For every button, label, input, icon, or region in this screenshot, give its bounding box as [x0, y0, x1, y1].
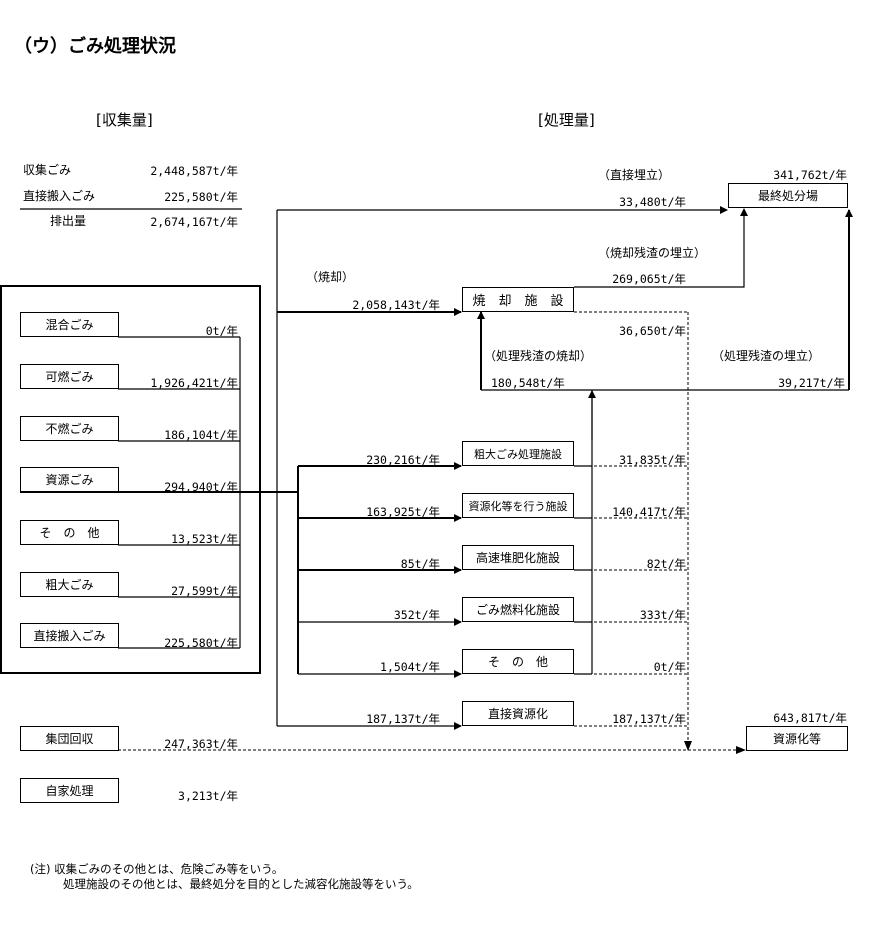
self-disposal-box: 自家処理 — [20, 778, 119, 803]
residue-landfill-value: 39,217t/年 — [778, 376, 845, 390]
summary-value: 2,674,167t/年 — [150, 215, 238, 229]
collected-value: 27,599t/年 — [171, 584, 238, 598]
ash-landfill-arrow — [574, 210, 745, 288]
facility-input: 230,216t/年 — [366, 453, 440, 467]
residue-incineration-label: （処理残渣の焼却） — [484, 349, 593, 363]
facility-input: 2,058,143t/年 — [352, 298, 440, 312]
facility-output: 36,650t/年 — [619, 324, 686, 338]
facility-output: 31,835t/年 — [619, 453, 686, 467]
collection-frame — [0, 285, 261, 674]
page-title: （ウ）ごみ処理状況 — [14, 36, 176, 57]
collected-item: そ の 他 — [20, 520, 119, 545]
summary-value: 2,448,587t/年 — [150, 164, 238, 178]
fuel-facility: ごみ燃料化施設 — [462, 597, 574, 622]
collection-header: [収集量] — [96, 111, 153, 129]
note-line: (注) 収集ごみのその他とは、危険ごみ等をいう。 — [30, 862, 284, 876]
collected-item: 直接搬入ごみ — [20, 623, 119, 648]
facility-input: 1,504t/年 — [380, 660, 440, 674]
collected-value: 1,926,421t/年 — [150, 376, 238, 390]
ash-landfill-label: （焼却残渣の埋立） — [598, 246, 707, 260]
facility-input: 85t/年 — [400, 557, 440, 571]
residue-incineration-value: 180,548t/年 — [491, 376, 565, 390]
direct-landfill-value: 33,480t/年 — [619, 195, 686, 209]
recycling-value: 643,817t/年 — [773, 711, 847, 725]
ash-landfill-value: 269,065t/年 — [612, 272, 686, 286]
collected-value: 294,940t/年 — [164, 480, 238, 494]
summary-label: 直接搬入ごみ — [23, 189, 96, 203]
self-disposal-value: 3,213t/年 — [178, 789, 238, 803]
collected-value: 186,104t/年 — [164, 428, 238, 442]
facility-input: 352t/年 — [393, 608, 440, 622]
collected-item: 不燃ごみ — [20, 416, 119, 441]
collected-value: 0t/年 — [205, 324, 238, 338]
group-collection-box: 集団回収 — [20, 726, 119, 751]
bulky-waste-facility: 粗大ごみ処理施設 — [462, 441, 574, 466]
facility-output: 140,417t/年 — [612, 505, 686, 519]
landfill-value: 341,762t/年 — [773, 168, 847, 182]
incineration-facility: 焼 却 施 設 — [462, 287, 574, 312]
recycling-facility: 資源化等を行う施設 — [462, 493, 574, 518]
note-line: 処理施設のその他とは、最終処分を目的とした減容化施設等をいう。 — [63, 877, 419, 891]
collected-item: 粗大ごみ — [20, 572, 119, 597]
facility-input: 187,137t/年 — [366, 712, 440, 726]
final-landfill-box: 最終処分場 — [728, 183, 848, 208]
recycling-box: 資源化等 — [746, 726, 848, 751]
direct-recycling-box: 直接資源化 — [462, 701, 574, 726]
direct-landfill-label: （直接埋立） — [598, 168, 671, 182]
summary-value: 225,580t/年 — [164, 190, 238, 204]
incineration-label: （焼却） — [306, 270, 355, 284]
collected-item: 混合ごみ — [20, 312, 119, 337]
facility-input: 163,925t/年 — [366, 505, 440, 519]
collected-value: 225,580t/年 — [164, 636, 238, 650]
collected-item: 可燃ごみ — [20, 364, 119, 389]
collected-value: 13,523t/年 — [171, 532, 238, 546]
group-collection-value: 247,363t/年 — [164, 737, 238, 751]
other-facility: そ の 他 — [462, 649, 574, 674]
summary-label: 収集ごみ — [23, 163, 72, 177]
facility-output: 187,137t/年 — [612, 712, 686, 726]
facility-output: 82t/年 — [646, 557, 686, 571]
facility-output: 0t/年 — [653, 660, 686, 674]
residue-landfill-label: （処理残渣の埋立） — [712, 349, 821, 363]
processing-header: [処理量] — [538, 111, 595, 129]
summary-label: 排出量 — [50, 214, 87, 228]
collected-item: 資源ごみ — [20, 467, 119, 492]
facility-output: 333t/年 — [639, 608, 686, 622]
composting-facility: 高速堆肥化施設 — [462, 545, 574, 570]
